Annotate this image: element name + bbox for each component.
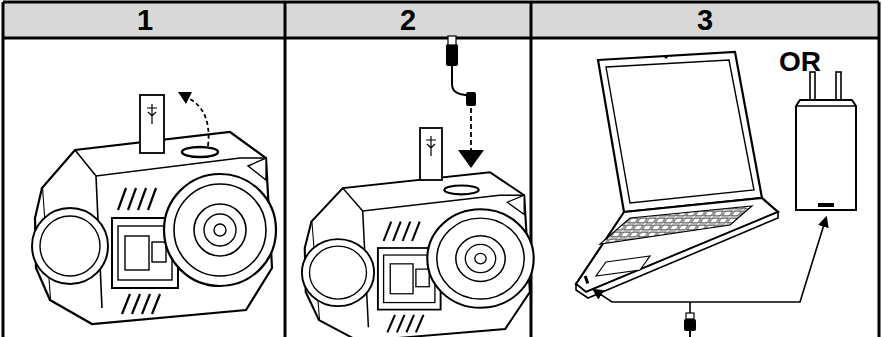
- connection-arrows: [594, 218, 826, 337]
- port-flap: [420, 128, 442, 180]
- connection-arrows: [594, 218, 826, 302]
- port-flap: [140, 95, 164, 153]
- wall-charger: [796, 100, 856, 210]
- usb-cable: [446, 44, 458, 66]
- step-number: 1: [137, 6, 153, 35]
- wall-charger: [810, 72, 815, 100]
- connection-arrows: [689, 302, 691, 313]
- port-flap: [420, 128, 442, 180]
- port-flap: [140, 92, 209, 153]
- wall-charger: [818, 203, 834, 207]
- connection-arrows: [686, 313, 694, 319]
- laptop-drawing: [596, 256, 650, 276]
- open-arrow: [188, 98, 209, 146]
- usb-cable: [470, 108, 472, 150]
- connection-arrows: [684, 319, 696, 331]
- usb-cable: [452, 66, 470, 96]
- laptop-drawing: [600, 206, 752, 244]
- usb-cable: [448, 36, 456, 45]
- wall-charger: [796, 105, 856, 106]
- step-number: 3: [697, 6, 713, 35]
- step-number: 2: [400, 6, 416, 35]
- choice-word: OR: [779, 48, 821, 76]
- laptop-drawing: [664, 55, 667, 58]
- speaker-drawing: [32, 132, 276, 324]
- port-flap: [147, 104, 157, 124]
- header-band: [3, 2, 879, 38]
- table-grid: [3, 37, 879, 40]
- connection-arrows: [689, 331, 691, 337]
- usb-cable: [446, 36, 484, 168]
- table-grid: [3, 1, 879, 4]
- speaker-drawing: [302, 172, 534, 337]
- laptop-drawing: [576, 52, 778, 298]
- usb-cable: [466, 92, 476, 106]
- wall-charger: [796, 72, 856, 210]
- laptop-drawing: [606, 60, 754, 203]
- table-grid: [878, 2, 881, 337]
- wall-charger: [836, 72, 841, 100]
- laptop-drawing: [598, 52, 762, 212]
- laptop-drawing: [584, 276, 590, 285]
- usb-cable: [458, 150, 484, 168]
- open-arrow: [178, 92, 192, 104]
- table-grid: [2, 2, 5, 337]
- table-grid: [284, 2, 287, 337]
- laptop-drawing: [576, 198, 778, 292]
- port-flap: [426, 136, 436, 156]
